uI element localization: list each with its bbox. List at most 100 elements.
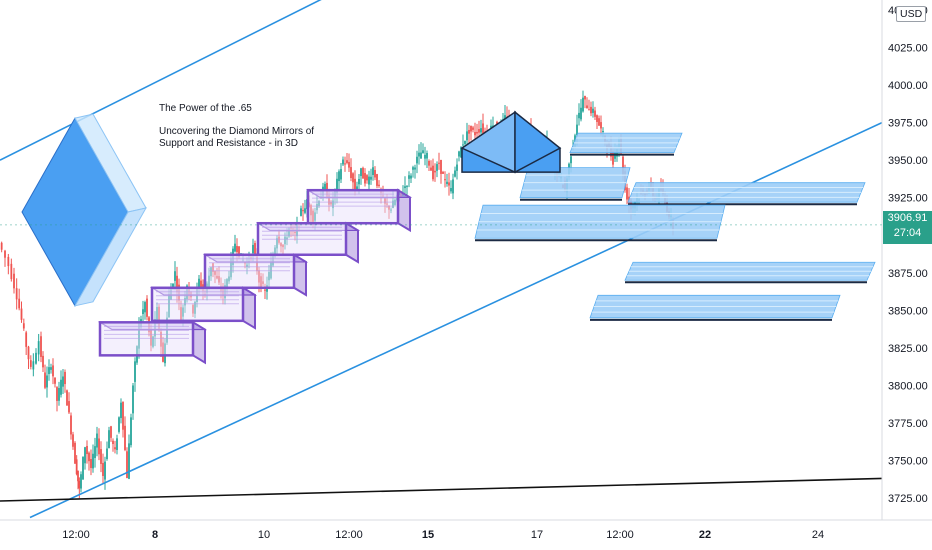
candle-body	[94, 446, 96, 458]
candle-body	[456, 164, 458, 171]
candle-body	[474, 132, 476, 136]
candle-body	[346, 160, 348, 164]
candle-body	[54, 377, 56, 384]
candle-body	[27, 346, 30, 360]
candle-body	[116, 438, 118, 450]
candle-body	[234, 243, 236, 252]
purple-zone-1	[98, 321, 195, 357]
candle-body	[440, 160, 442, 174]
candle-body	[468, 129, 470, 134]
candle-body	[58, 388, 60, 401]
candle-body	[25, 332, 28, 347]
candle-body	[404, 186, 406, 189]
candle-body	[478, 129, 480, 133]
x-tick-label: 24	[812, 529, 824, 541]
candle-body	[462, 144, 464, 146]
candle-body	[578, 112, 580, 119]
candle-body	[13, 273, 15, 289]
candle-body	[580, 107, 582, 120]
candle-body	[432, 165, 434, 180]
x-tick-label: 8	[152, 529, 158, 541]
candle-body	[88, 452, 90, 462]
candle-body	[40, 336, 42, 357]
candle-body	[376, 174, 378, 186]
candle-body	[70, 415, 72, 435]
candle-body	[356, 186, 358, 190]
candle-body	[48, 367, 50, 375]
candle-body	[458, 151, 460, 157]
candle-body	[592, 108, 594, 113]
currency-button[interactable]: USD	[896, 6, 927, 22]
candle-body	[324, 183, 326, 190]
diamond-side-bottom	[74, 207, 147, 307]
candle-body	[584, 95, 586, 100]
candle-body	[128, 443, 130, 479]
candle-body	[144, 302, 146, 313]
candle-body	[37, 341, 40, 355]
candle-body	[582, 97, 584, 112]
candle-body	[352, 173, 354, 183]
y-tick-label: 3825.00	[888, 343, 928, 355]
x-tick-label: 17	[531, 529, 543, 541]
y-tick-label: 4025.00	[888, 43, 928, 55]
candle-body	[570, 156, 572, 164]
candle-body	[10, 263, 13, 280]
candle-body	[74, 442, 76, 464]
candle-body	[130, 417, 132, 446]
candle-body	[118, 417, 120, 432]
candle-body	[354, 178, 356, 192]
candle-body	[254, 243, 256, 255]
candle-body	[0, 242, 3, 250]
candle-body	[60, 379, 62, 395]
candle-body	[172, 283, 174, 287]
candle-body	[414, 167, 416, 170]
candle-body	[90, 459, 92, 468]
candle-body	[72, 434, 74, 447]
candle-body	[374, 170, 376, 178]
purple-zone-5	[306, 188, 400, 225]
candle-body	[350, 167, 352, 179]
candle-body	[66, 390, 68, 406]
candle-body	[416, 156, 418, 164]
annotation-subtitle-line1: Uncovering the Diamond Mirrors of	[159, 126, 315, 137]
candle-body	[338, 171, 340, 182]
candle-body	[446, 181, 448, 185]
candle-body	[84, 447, 86, 464]
y-tick-label: 3850.00	[888, 305, 928, 317]
last-price-value: 3906.91	[887, 212, 928, 224]
x-tick-label: 12:00	[335, 529, 363, 541]
candle-body	[364, 173, 366, 184]
candle-body	[340, 169, 342, 180]
candle-body	[590, 106, 592, 114]
candle-body	[78, 480, 81, 489]
candle-body	[372, 167, 374, 176]
x-tick-label: 22	[699, 529, 711, 541]
candle-body	[442, 171, 444, 174]
annotation-title: The Power of the .65	[159, 103, 252, 114]
candle-body	[596, 115, 598, 122]
candle-body	[102, 462, 104, 476]
candle-body	[424, 154, 426, 159]
candle-body	[42, 355, 44, 368]
candle-body	[44, 372, 46, 388]
y-tick-label: 3775.00	[888, 418, 928, 430]
candle-body	[600, 122, 602, 129]
candle-body	[200, 280, 202, 288]
candle-body	[418, 152, 420, 157]
candle-body	[264, 289, 266, 291]
candle-body	[77, 470, 79, 482]
annotation-subtitle-line2: Support and Resistance - in 3D	[159, 138, 298, 149]
candle-body	[238, 246, 240, 258]
candle-body	[62, 376, 64, 387]
candle-body	[452, 179, 454, 194]
candle-body	[75, 459, 78, 475]
y-tick-label: 3975.00	[888, 118, 928, 130]
candle-body	[20, 308, 23, 320]
candle-body	[68, 401, 70, 413]
candle-body	[300, 208, 302, 216]
candle-body	[476, 131, 478, 134]
candle-body	[360, 168, 362, 177]
purple-zone-side	[192, 320, 206, 365]
